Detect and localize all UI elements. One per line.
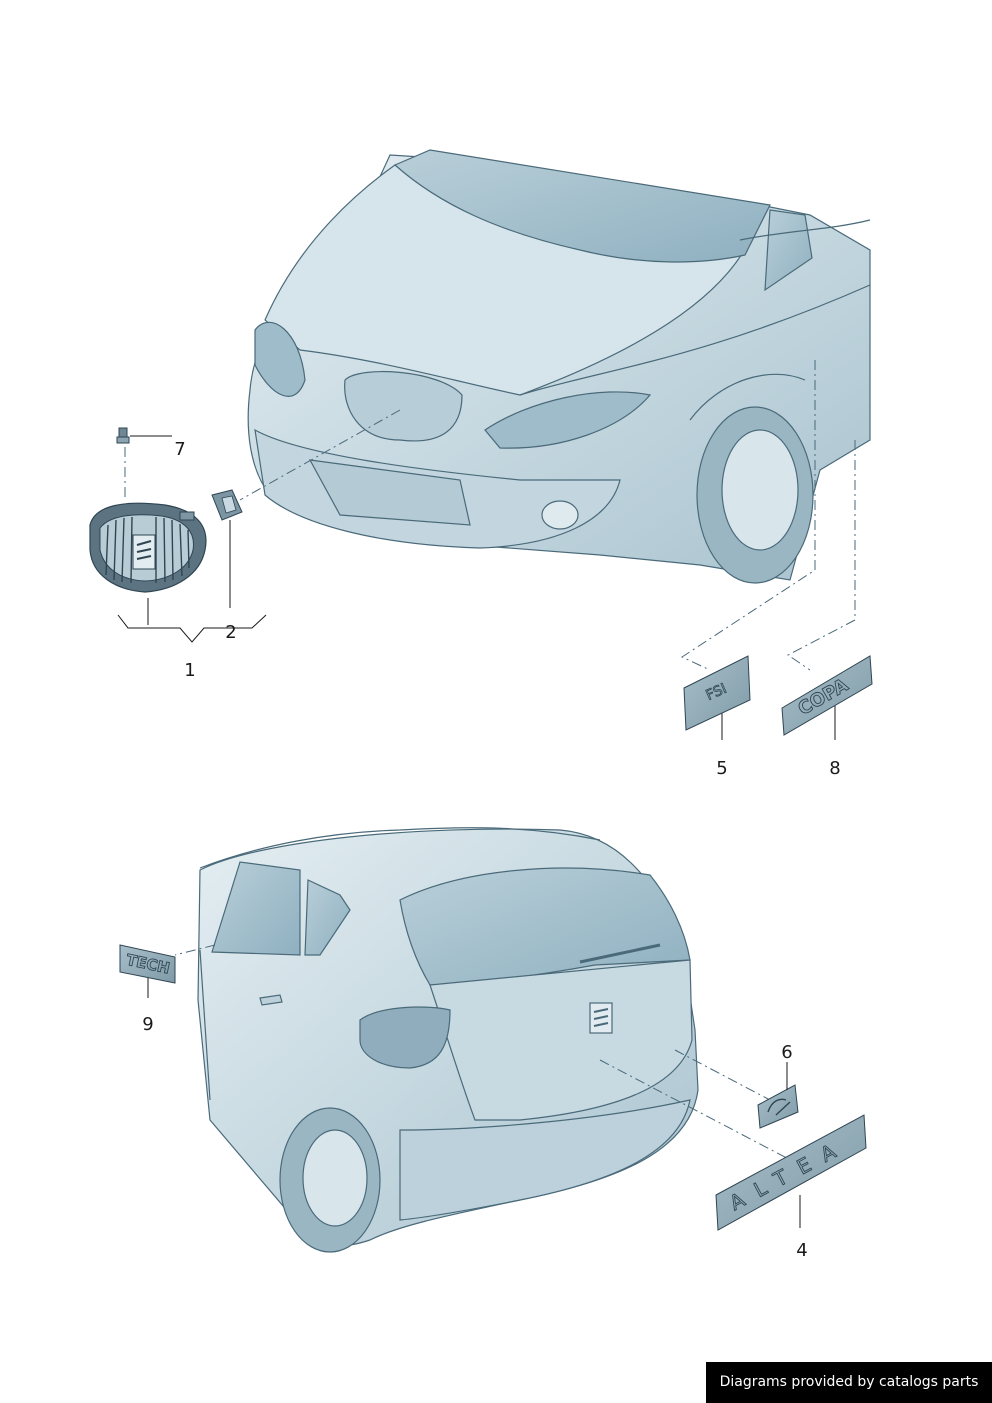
callout-9: 9 (142, 1014, 153, 1035)
front-car-side-window (764, 209, 813, 292)
rear-car-illustration (197, 827, 699, 1253)
front-car-headlight-right (484, 391, 652, 449)
rear-car-side-window-rear (304, 879, 351, 956)
fr-emblem-part (757, 1084, 799, 1129)
rear-leader-lines (174, 944, 801, 1166)
callout-6: 6 (781, 1042, 792, 1063)
front-car-fog-light (541, 500, 579, 530)
fsi-badge-part: FSI (683, 655, 751, 731)
callout-2: 2 (225, 622, 236, 643)
clip-part (116, 427, 130, 444)
callout-5: 5 (716, 758, 727, 779)
rear-car-wheel-rim (302, 1129, 368, 1227)
front-car-lower-intake (308, 459, 471, 526)
grille-logo-block (132, 534, 156, 570)
grille-part (89, 502, 207, 593)
copa-badge-part: COPA (781, 655, 873, 736)
front-car-illustration (247, 149, 871, 584)
rear-car-wiper (579, 943, 661, 964)
altea-badge-text: ALTEA (725, 1133, 852, 1216)
rear-car-side-window-front (211, 861, 301, 956)
rear-car-tailgate (429, 959, 693, 1121)
callout-1: 1 (184, 660, 195, 681)
callout-numbers: 7 2 1 5 8 9 6 4 (142, 439, 840, 1261)
rear-car-tail-light (359, 1006, 451, 1069)
front-callout-lines (117, 435, 836, 740)
rear-car-rear-window (399, 867, 691, 986)
callout-4: 4 (796, 1240, 807, 1261)
front-car-grille-opening (344, 371, 463, 442)
front-emblem-part (211, 489, 243, 521)
altea-badge-part: ALTEA (715, 1114, 867, 1231)
front-car-headlight-left (254, 321, 306, 397)
rear-callout-lines (147, 978, 801, 1228)
tech-badge-part: TECH (119, 944, 176, 984)
copa-badge-text: COPA (795, 675, 852, 720)
callout-7: 7 (174, 439, 185, 460)
callout-8: 8 (829, 758, 840, 779)
rear-car-bumper (399, 1099, 691, 1221)
footer-credit-banner: Diagrams provided by catalogs parts (706, 1362, 992, 1403)
front-car-wheel-rim (721, 429, 799, 551)
front-car-windshield (393, 149, 771, 263)
front-leader-lines (124, 360, 856, 671)
